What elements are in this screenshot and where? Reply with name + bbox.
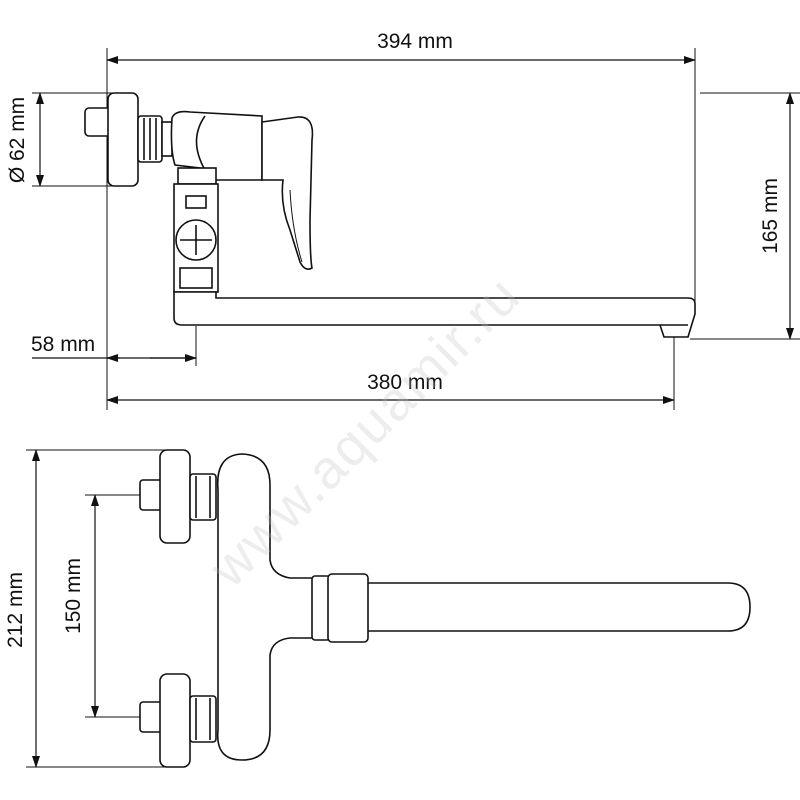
outlet-collar	[177, 167, 217, 185]
dimension-label-394: 394 mm	[377, 30, 453, 53]
nut-bottom	[189, 695, 217, 743]
spout-collar	[327, 573, 369, 643]
dimension-label-62: Ø 62 mm	[6, 97, 29, 183]
faucet-front-view	[139, 449, 751, 768]
front-view: 212 mm 150 mm	[4, 449, 751, 768]
lever-handle	[261, 116, 314, 270]
spout-side	[173, 291, 696, 338]
side-view: 394 mm Ø 62 mm 165 mm 58 mm 380 mm	[6, 30, 800, 410]
housing-ring	[179, 267, 213, 289]
connector-pipe	[161, 121, 173, 157]
escutcheon-bottom	[159, 673, 191, 768]
nut-top	[189, 473, 217, 521]
dimension-label-150: 150 mm	[62, 558, 85, 634]
dimension-label-380: 380 mm	[367, 371, 443, 394]
dimension-label-165: 165 mm	[759, 178, 782, 254]
wall-stub	[84, 107, 112, 137]
escutcheon-disc	[107, 92, 139, 187]
faucet-side-view	[84, 92, 696, 338]
spout-front	[359, 582, 751, 632]
dimension-label-58: 58 mm	[31, 333, 95, 356]
dimension-label-212: 212 mm	[4, 572, 27, 648]
housing-window	[185, 195, 207, 209]
escutcheon-top	[159, 449, 191, 544]
